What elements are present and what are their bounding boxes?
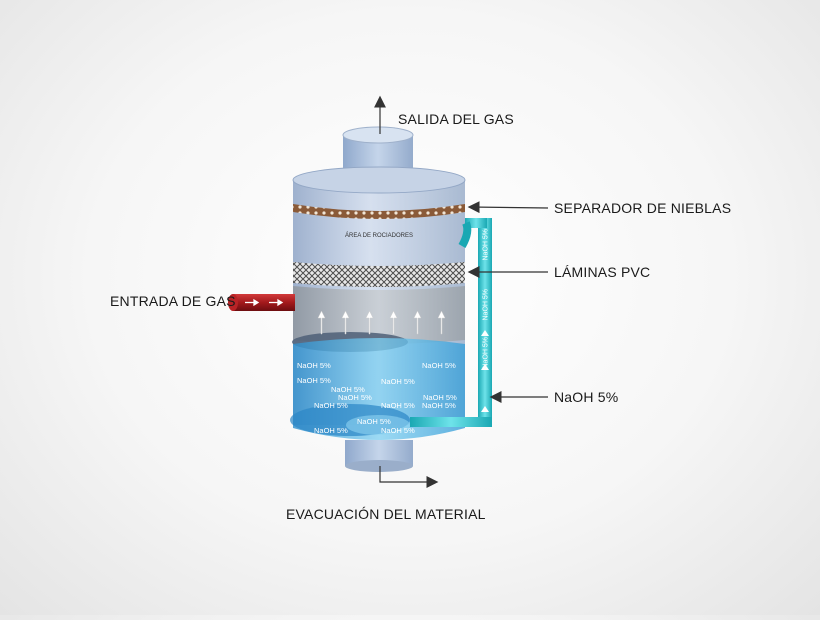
liquid-label: NaOH 5% <box>314 401 348 410</box>
label-naoh: NaOH 5% <box>554 389 619 405</box>
mist-separator <box>293 204 465 219</box>
label-mist-separator: SEPARADOR DE NIEBLAS <box>554 200 732 216</box>
label-spray-area: ÁREA DE ROCIADORES <box>345 233 414 239</box>
label-gas-outlet: SALIDA DEL GAS <box>398 111 514 127</box>
pipe-label: NaOH 5% <box>482 336 490 369</box>
naoh-liquid-section <box>290 338 465 440</box>
discharge-pipe <box>345 440 413 472</box>
leader-arrows <box>374 95 549 488</box>
liquid-label: NaOH 5% <box>422 361 456 370</box>
liquid-label: NaOH 5% <box>381 426 415 435</box>
separator-arrow <box>467 201 549 214</box>
liquid-label: NaOH 5% <box>331 385 365 394</box>
spray-arrows <box>317 310 446 335</box>
liquid-label: NaOH 5% <box>422 401 456 410</box>
liquid-label: NaOH 5% <box>381 401 415 410</box>
pipe-label: NaOH 5% <box>482 288 490 321</box>
gas-inlet-pipe <box>228 294 295 311</box>
pvc-sheets <box>293 262 465 287</box>
liquid-label: NaOH 5% <box>423 393 457 402</box>
label-gas-inlet: ENTRADA DE GAS <box>110 293 236 309</box>
liquid-label: NaOH 5% <box>314 426 348 435</box>
discharge-arrow <box>379 466 439 488</box>
liquid-label: NaOH 5% <box>381 377 415 386</box>
liquid-label: NaOH 5% <box>357 417 391 426</box>
label-discharge: EVACUACIÓN DEL MATERIAL <box>286 506 486 522</box>
label-pvc-sheets: LÁMINAS PVC <box>554 264 651 280</box>
liquid-label: NaOH 5% <box>297 376 331 385</box>
naoh-recirculation-pipe <box>410 218 492 427</box>
liquid-label: NaOH 5% <box>338 393 372 402</box>
liquid-label: NaOH 5% <box>297 361 331 370</box>
pipe-label: NaOH 5% <box>482 228 490 261</box>
